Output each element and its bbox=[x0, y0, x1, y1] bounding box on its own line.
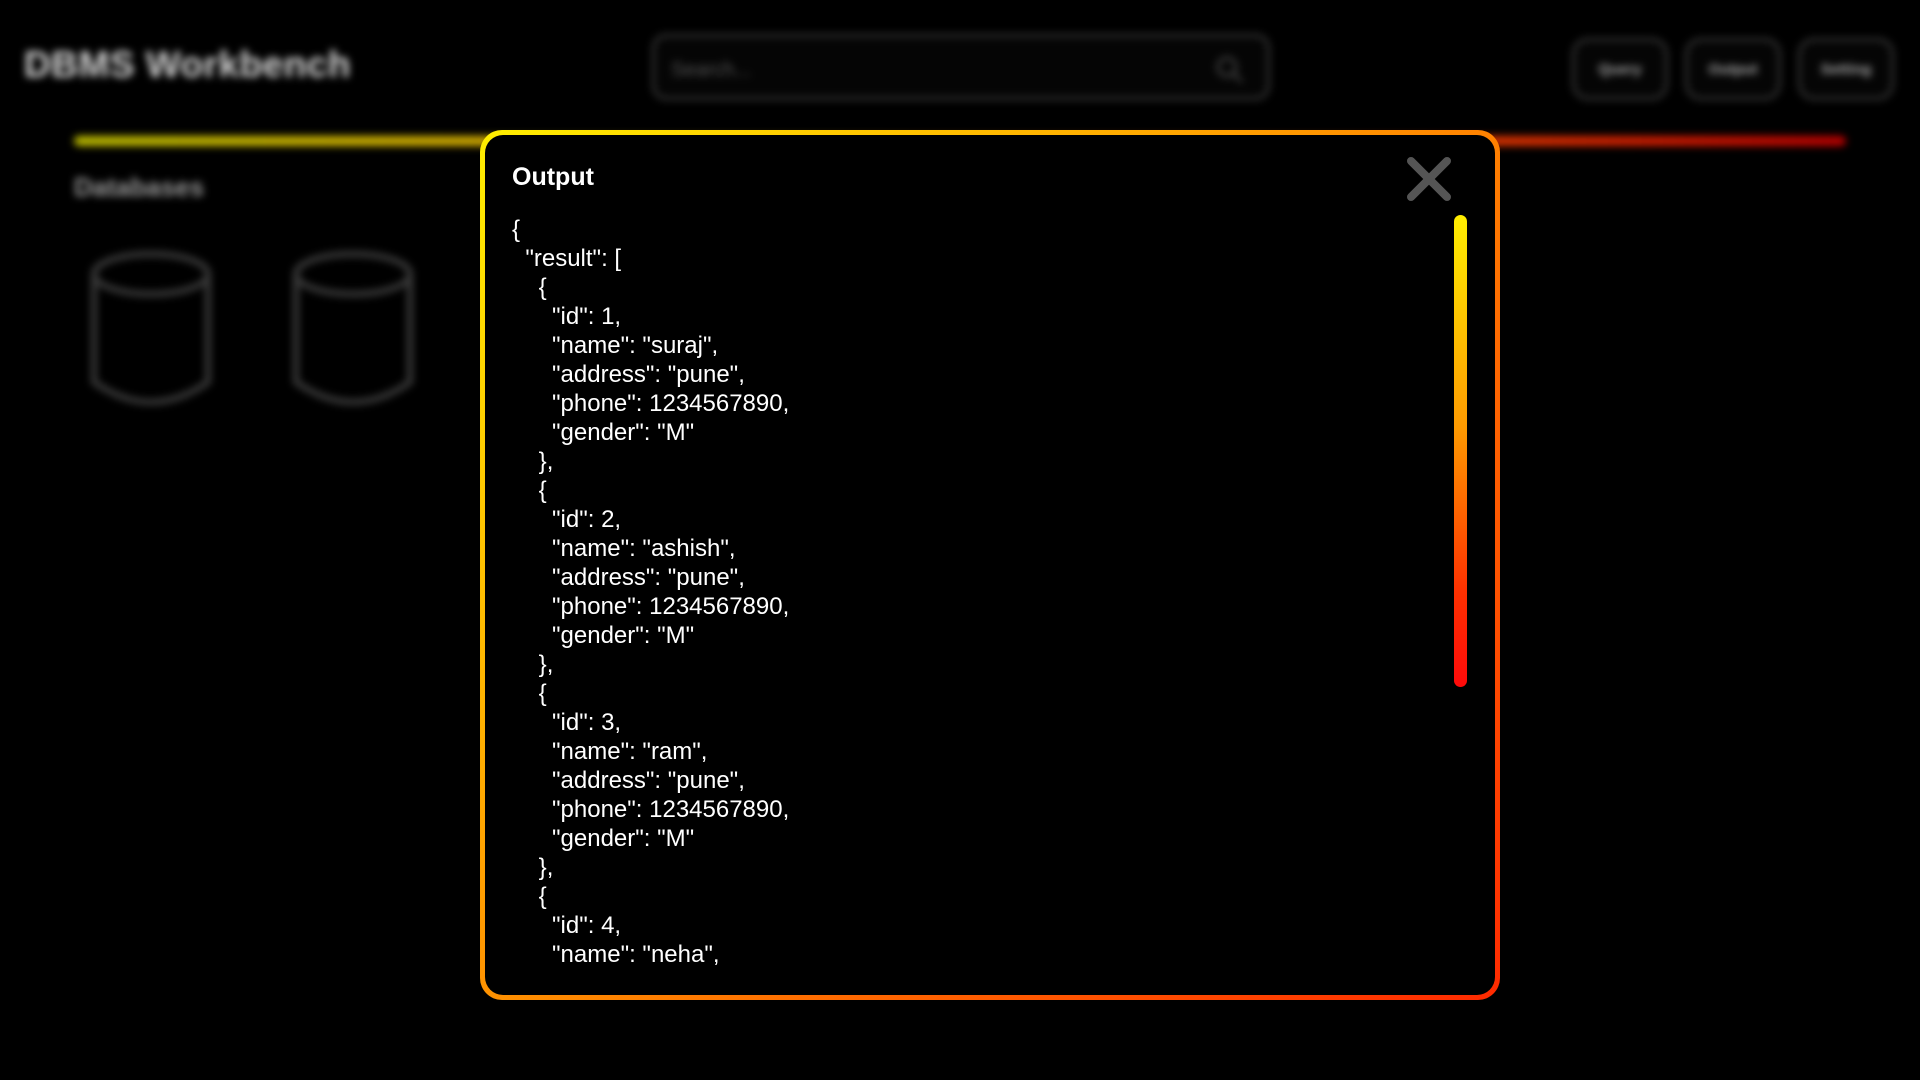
nav-output-button[interactable]: Output bbox=[1685, 38, 1781, 100]
database-icon[interactable] bbox=[288, 246, 418, 412]
search-bar[interactable]: Search... bbox=[652, 34, 1270, 100]
nav-query-button[interactable]: Query bbox=[1572, 38, 1668, 100]
database-icon[interactable] bbox=[86, 246, 216, 412]
databases-heading: Databases bbox=[74, 172, 205, 202]
scrollbar-thumb[interactable] bbox=[1454, 215, 1467, 687]
search-icon[interactable] bbox=[1215, 55, 1245, 85]
json-output[interactable]: { "result": [ { "id": 1, "name": "suraj"… bbox=[512, 216, 790, 968]
output-modal: Output { "result": [ { "id": 1, "name": … bbox=[480, 130, 1500, 1000]
output-modal-body: Output { "result": [ { "id": 1, "name": … bbox=[485, 135, 1495, 995]
app-title: DBMS Workbench bbox=[24, 44, 352, 85]
search-placeholder: Search... bbox=[671, 59, 752, 81]
close-icon[interactable] bbox=[1403, 153, 1455, 205]
nav-setting-button[interactable]: Setting bbox=[1798, 38, 1894, 100]
modal-title: Output bbox=[512, 163, 594, 191]
